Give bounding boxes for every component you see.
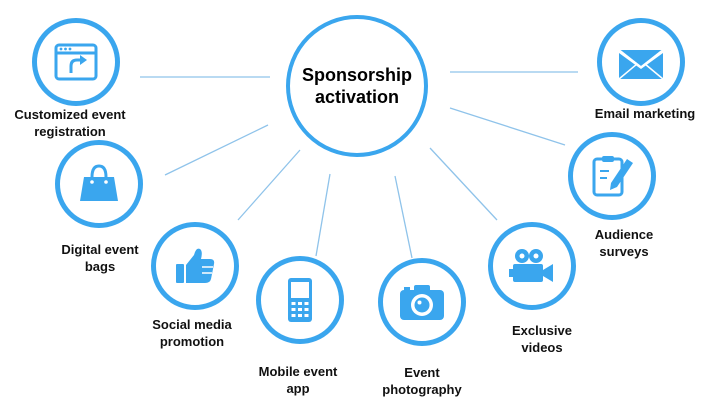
center-hub: Sponsorship activation: [286, 15, 428, 157]
node-photo: [378, 258, 466, 346]
label-mobile: Mobile event app: [258, 364, 338, 396]
label-surveys: Audience surveys: [594, 227, 654, 259]
label-photo: Event photography: [382, 365, 462, 397]
connector-photo: [394, 175, 413, 259]
label-social: Social media promotion: [152, 317, 232, 349]
label-bags: Digital event bags: [61, 242, 139, 274]
envelope-icon: [618, 49, 664, 80]
label-videos: Exclusive videos: [512, 323, 572, 355]
browser-upload-icon: [54, 43, 98, 81]
node-surveys: [568, 132, 656, 220]
mobile-phone-icon: [288, 278, 312, 322]
camera-icon: [400, 285, 444, 320]
thumbs-up-icon: [176, 248, 215, 283]
video-camera-icon: [509, 249, 553, 282]
node-social: [151, 222, 239, 310]
node-email: [597, 18, 685, 106]
connector-social: [237, 149, 301, 221]
center-title-line2: activation: [314, 87, 399, 107]
connector-mobile: [315, 173, 331, 257]
node-bags: [55, 140, 143, 228]
connector-surveys: [449, 107, 566, 146]
shopping-bag-icon: [80, 164, 118, 201]
connector-bags: [164, 124, 269, 176]
node-registration: [32, 18, 120, 106]
center-title-line1: Sponsorship: [301, 65, 412, 85]
label-email: Email marketing: [594, 106, 696, 121]
node-videos: [488, 222, 576, 310]
clipboard-pencil-icon: [592, 156, 633, 197]
connector-videos: [429, 147, 498, 221]
node-mobile: [256, 256, 344, 344]
label-registration: Customized event registration: [14, 107, 126, 139]
